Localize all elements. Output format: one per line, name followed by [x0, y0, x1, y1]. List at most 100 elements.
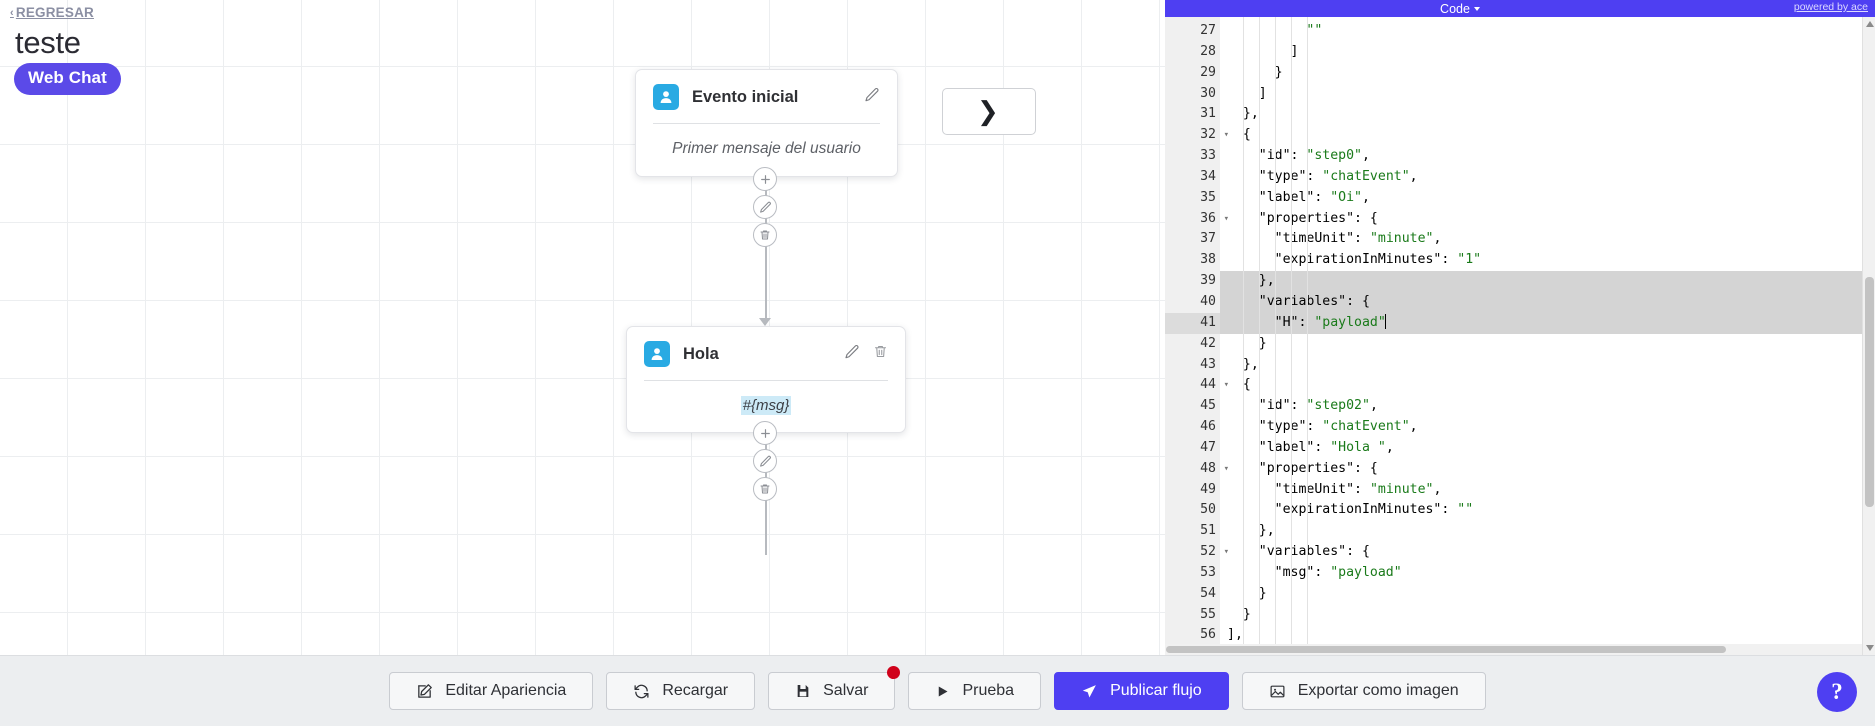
editor-title-label: Code	[1440, 1, 1470, 16]
code-line[interactable]: },	[1242, 356, 1259, 372]
toolbar-button-recargar[interactable]: Recargar	[606, 672, 756, 710]
fold-toggle-icon[interactable]: ▾	[1223, 380, 1229, 391]
line-number: 56	[1200, 627, 1216, 643]
text-cursor	[1384, 313, 1387, 329]
scrollbar-thumb-horizontal[interactable]	[1166, 646, 1726, 653]
node-actions	[844, 344, 888, 365]
code-line[interactable]: ]	[1227, 43, 1299, 59]
code-line[interactable]: {	[1227, 377, 1251, 393]
line-number: 44▾	[1165, 375, 1229, 396]
edit-icon[interactable]	[844, 344, 860, 365]
play-icon	[935, 684, 950, 699]
line-number: 48▾	[1165, 459, 1229, 480]
code-area[interactable]: 272829303132▾33343536▾37383940▾41424344▾…	[1165, 17, 1875, 655]
code-content[interactable]: "" ] } ] }, { "id": "step0", "type": "ch…	[1220, 17, 1875, 655]
line-number: 55	[1200, 606, 1216, 622]
code-line[interactable]: }	[1227, 606, 1251, 622]
edit-node-icon[interactable]	[753, 195, 777, 219]
line-number: 35	[1200, 189, 1216, 205]
editor-mode-selector[interactable]: Code	[1440, 2, 1480, 16]
code-line[interactable]: "id": "step0",	[1259, 148, 1370, 164]
delete-node-icon[interactable]	[753, 477, 777, 501]
trash-icon[interactable]	[873, 344, 888, 364]
code-line[interactable]: "timeUnit": "minute",	[1274, 231, 1442, 247]
code-line[interactable]: "properties": {	[1259, 460, 1378, 476]
scroll-down-arrow-icon[interactable]	[1866, 645, 1874, 651]
code-line[interactable]: "label": "Oi",	[1258, 189, 1370, 205]
delete-node-icon[interactable]	[753, 223, 777, 247]
toolbar-button-label: Editar Apariencia	[445, 682, 567, 699]
add-node-icon[interactable]	[753, 421, 777, 445]
line-number-gutter: 272829303132▾33343536▾37383940▾41424344▾…	[1165, 17, 1229, 655]
code-line[interactable]: }	[1227, 585, 1267, 601]
code-line[interactable]: ""	[1306, 23, 1323, 38]
code-line[interactable]: "msg": "payload"	[1274, 564, 1402, 580]
code-line[interactable]: ],	[1227, 627, 1243, 643]
toolbar-button-salvar[interactable]: Salvar	[768, 666, 901, 710]
fold-toggle-icon[interactable]: ▾	[1223, 213, 1229, 224]
editor-collapse-toggle[interactable]: ❯	[942, 88, 1036, 135]
toolbar-button-publicar-flujo[interactable]: Publicar flujo	[1054, 672, 1229, 710]
help-button[interactable]: ?	[1817, 672, 1857, 712]
line-number: 40▾	[1165, 292, 1229, 313]
toolbar-button-exportar-como-imagen[interactable]: Exportar como imagen	[1241, 672, 1486, 710]
fold-toggle-icon[interactable]: ▾	[1223, 547, 1229, 558]
code-line[interactable]: "properties": {	[1259, 210, 1378, 226]
editor-horizontal-scrollbar[interactable]	[1165, 644, 1862, 655]
bottom-toolbar: Editar Apariencia Recargar Salvar Prueba Pub…	[0, 655, 1875, 726]
toolbar-button-editar-apariencia[interactable]: Editar Apariencia	[389, 672, 594, 710]
save-disk-icon	[795, 683, 811, 699]
send-icon	[1081, 683, 1098, 700]
question-mark-icon: ?	[1831, 679, 1843, 704]
node-actions	[864, 87, 880, 108]
code-line[interactable]: "type": "chatEvent",	[1258, 168, 1418, 184]
edit-node-icon[interactable]	[753, 449, 777, 473]
back-link[interactable]: ‹ REGRESAR	[10, 5, 94, 20]
toolbar-button-prueba[interactable]: Prueba	[908, 672, 1042, 710]
scroll-up-arrow-icon[interactable]	[1866, 21, 1874, 27]
refresh-icon	[633, 683, 650, 700]
fold-toggle-icon[interactable]: ▾	[1223, 463, 1229, 474]
editor-vertical-scrollbar[interactable]	[1862, 17, 1875, 655]
flow-node-hola[interactable]: Hola #{msg}	[626, 326, 906, 433]
code-line[interactable]: "label": "Hola ",	[1258, 439, 1394, 455]
powered-by-ace-link[interactable]: powered by ace	[1793, 1, 1868, 13]
code-line[interactable]: "id": "step02",	[1259, 398, 1378, 414]
line-number: 50	[1200, 502, 1216, 518]
edit-icon[interactable]	[864, 87, 880, 108]
scrollbar-thumb[interactable]	[1865, 277, 1874, 507]
left-arrow-icon: ‹	[10, 7, 14, 19]
line-number: 28	[1200, 43, 1216, 59]
code-line[interactable]: },	[1227, 523, 1275, 539]
code-line[interactable]: "variables": {	[1258, 544, 1370, 560]
code-line[interactable]: "expirationInMinutes": ""	[1274, 502, 1474, 518]
code-line[interactable]: }	[1227, 335, 1267, 351]
code-line[interactable]: }	[1227, 64, 1283, 80]
code-line[interactable]: "type": "chatEvent",	[1258, 419, 1418, 435]
connector-arrow-1	[759, 318, 771, 326]
flow-node-evento-inicial[interactable]: Evento inicial Primer mensaje del usuari…	[635, 69, 898, 177]
line-number: 32▾	[1165, 125, 1229, 146]
toolbar-button-label: Prueba	[962, 682, 1015, 699]
editor-header: Code powered by ace	[1165, 0, 1875, 17]
add-node-icon[interactable]	[753, 167, 777, 191]
pencil-square-icon	[416, 683, 433, 700]
code-line[interactable]: {	[1227, 127, 1251, 143]
code-line[interactable]: "variables": {	[1220, 291, 1875, 313]
code-line[interactable]: "expirationInMinutes": "1"	[1274, 252, 1482, 268]
node-body: #{msg}	[627, 381, 905, 432]
line-number: 36▾	[1165, 209, 1229, 230]
toolbar-button-label: Salvar	[823, 682, 869, 699]
code-line[interactable]: },	[1242, 106, 1259, 122]
code-line[interactable]: ]	[1227, 85, 1267, 101]
fold-toggle-icon[interactable]: ▾	[1223, 130, 1229, 141]
user-avatar-icon	[644, 341, 670, 367]
code-line[interactable]: },	[1220, 271, 1875, 292]
code-line[interactable]: "H": "payload"	[1220, 312, 1875, 334]
code-line[interactable]: "timeUnit": "minute",	[1274, 481, 1442, 497]
line-number: 29	[1200, 64, 1216, 80]
node-title: Evento inicial	[692, 87, 799, 106]
node-title: Hola	[683, 344, 719, 363]
channel-badge: Web Chat	[14, 63, 121, 95]
